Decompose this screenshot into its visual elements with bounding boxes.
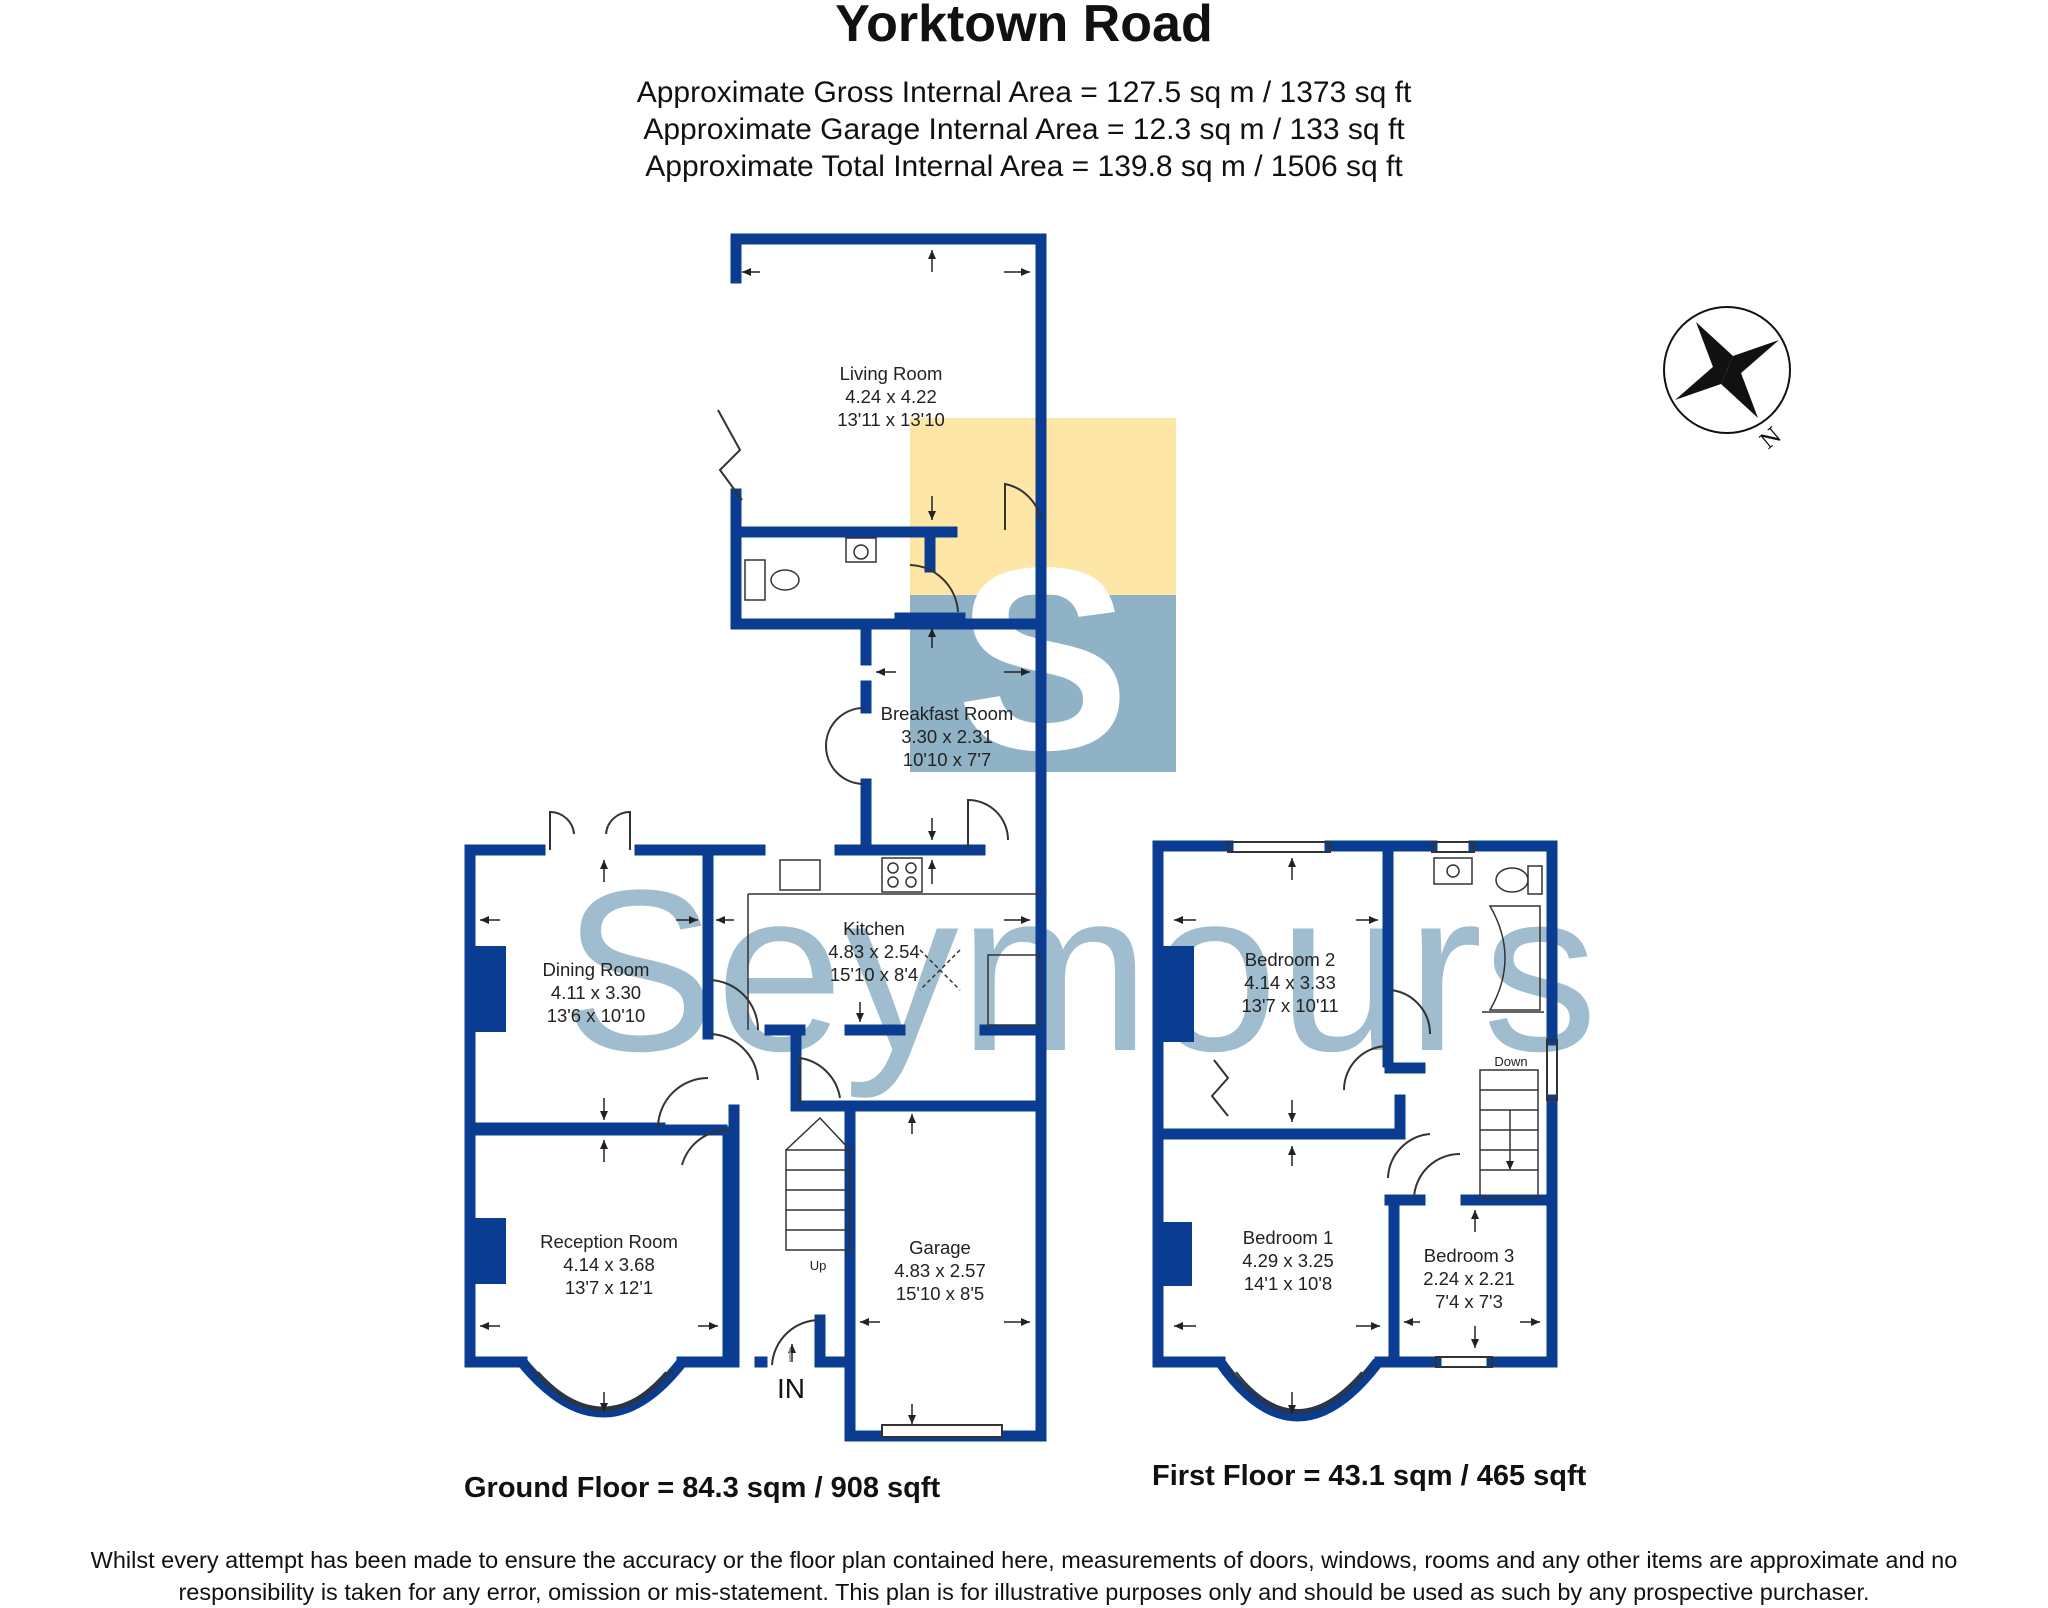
- svg-text:13'11 x 13'10: 13'11 x 13'10: [837, 409, 945, 430]
- bedroom2-chimney-breast: [1158, 946, 1194, 1042]
- compass-rose: N: [1663, 306, 1791, 455]
- disclaimer-line-1: Whilst every attempt has been made to en…: [90, 1547, 1958, 1573]
- stairs-up-label: Up: [810, 1258, 827, 1273]
- ground-floor-area-label: Ground Floor = 84.3 sqm / 908 sqft: [464, 1472, 941, 1504]
- dining-chimney-breast: [470, 946, 506, 1032]
- first-floor-doors: [1210, 841, 1558, 1368]
- svg-text:4.83 x 2.54: 4.83 x 2.54: [828, 941, 920, 962]
- svg-text:4.29 x 3.25: 4.29 x 3.25: [1242, 1250, 1334, 1271]
- svg-text:4.11 x 3.30: 4.11 x 3.30: [551, 982, 641, 1003]
- svg-text:Bedroom 2: Bedroom 2: [1245, 949, 1336, 970]
- svg-text:Bedroom 1: Bedroom 1: [1243, 1227, 1334, 1248]
- room-label-dining-room: Dining Room 4.11 x 3.30 13'6 x 10'10: [543, 959, 650, 1026]
- svg-text:Bedroom 3: Bedroom 3: [1424, 1245, 1515, 1266]
- first-floor-area-label: First Floor = 43.1 sqm / 465 sqft: [1152, 1460, 1587, 1492]
- compass-north-label: N: [1756, 423, 1787, 455]
- first-floor-stairs: [1479, 1069, 1539, 1199]
- svg-text:15'10 x 8'5: 15'10 x 8'5: [896, 1283, 984, 1304]
- svg-text:2.24 x 2.21: 2.24 x 2.21: [1423, 1268, 1515, 1289]
- bedroom1-chimney-breast: [1158, 1222, 1192, 1286]
- garage-window: [881, 1424, 1003, 1438]
- svg-text:10'10 x 7'7: 10'10 x 7'7: [903, 749, 991, 770]
- bedroom1-bay-window: [1215, 1358, 1383, 1422]
- svg-text:4.24 x 4.22: 4.24 x 4.22: [845, 386, 937, 407]
- svg-text:Kitchen: Kitchen: [843, 918, 905, 939]
- bathroom-fixtures: [1433, 857, 1544, 1013]
- room-label-garage: Garage 4.83 x 2.57 15'10 x 8'5: [894, 1237, 986, 1304]
- disclaimer-line-2: responsibility is taken for any error, o…: [178, 1579, 1870, 1605]
- room-label-bedroom-3: Bedroom 3 2.24 x 2.21 7'4 x 7'3: [1423, 1245, 1515, 1312]
- svg-text:4.14 x 3.33: 4.14 x 3.33: [1244, 972, 1336, 993]
- gross-area-text: Approximate Gross Internal Area = 127.5 …: [636, 76, 1412, 109]
- room-label-bedroom-2: Bedroom 2 4.14 x 3.33 13'7 x 10'11: [1241, 949, 1338, 1016]
- svg-text:4.14 x 3.68: 4.14 x 3.68: [563, 1254, 655, 1275]
- room-label-living-room: Living Room 4.24 x 4.22 13'11 x 13'10: [837, 363, 945, 430]
- svg-text:13'7 x 12'1: 13'7 x 12'1: [565, 1277, 653, 1298]
- svg-text:13'7 x 10'11: 13'7 x 10'11: [1241, 995, 1338, 1016]
- svg-text:3.30 x 2.31: 3.30 x 2.31: [901, 726, 993, 747]
- garage-area-text: Approximate Garage Internal Area = 12.3 …: [643, 113, 1405, 146]
- reception-bay-window: [517, 1358, 687, 1418]
- ground-floor-dimension-arrows: [480, 250, 1030, 1424]
- svg-text:7'4 x 7'3: 7'4 x 7'3: [1435, 1291, 1503, 1312]
- svg-text:14'1 x 10'8: 14'1 x 10'8: [1244, 1273, 1332, 1294]
- disclaimer: Whilst every attempt has been made to en…: [0, 1544, 2048, 1608]
- entrance-label: IN: [777, 1373, 805, 1404]
- reception-chimney-breast: [470, 1218, 506, 1284]
- room-label-bedroom-1: Bedroom 1 4.29 x 3.25 14'1 x 10'8: [1242, 1227, 1334, 1294]
- stairs-down-label: Down: [1494, 1054, 1527, 1069]
- svg-text:13'6 x 10'10: 13'6 x 10'10: [547, 1005, 646, 1026]
- svg-text:Living Room: Living Room: [840, 363, 943, 384]
- svg-text:Dining Room: Dining Room: [543, 959, 650, 980]
- plan-title: Yorktown Road: [835, 0, 1213, 53]
- total-area-text: Approximate Total Internal Area = 139.8 …: [645, 150, 1403, 183]
- room-label-kitchen: Kitchen 4.83 x 2.54 15'10 x 8'4: [828, 918, 920, 985]
- svg-text:Garage: Garage: [909, 1237, 971, 1258]
- svg-text:15'10 x 8'4: 15'10 x 8'4: [830, 964, 918, 985]
- room-label-breakfast-room: Breakfast Room 3.30 x 2.31 10'10 x 7'7: [881, 703, 1014, 770]
- room-label-reception-room: Reception Room 4.14 x 3.68 13'7 x 12'1: [540, 1231, 678, 1298]
- svg-text:Breakfast Room: Breakfast Room: [881, 703, 1014, 724]
- ground-floor-doors: [549, 409, 1042, 1366]
- ground-floor-stairs: [785, 1116, 851, 1251]
- first-floor-dimension-arrows: [1174, 858, 1540, 1414]
- svg-text:4.83 x 2.57: 4.83 x 2.57: [894, 1260, 986, 1281]
- svg-text:Reception Room: Reception Room: [540, 1231, 678, 1252]
- ground-floor-fixtures: [744, 537, 1041, 1030]
- watermark-text: Seymours: [562, 842, 1597, 1099]
